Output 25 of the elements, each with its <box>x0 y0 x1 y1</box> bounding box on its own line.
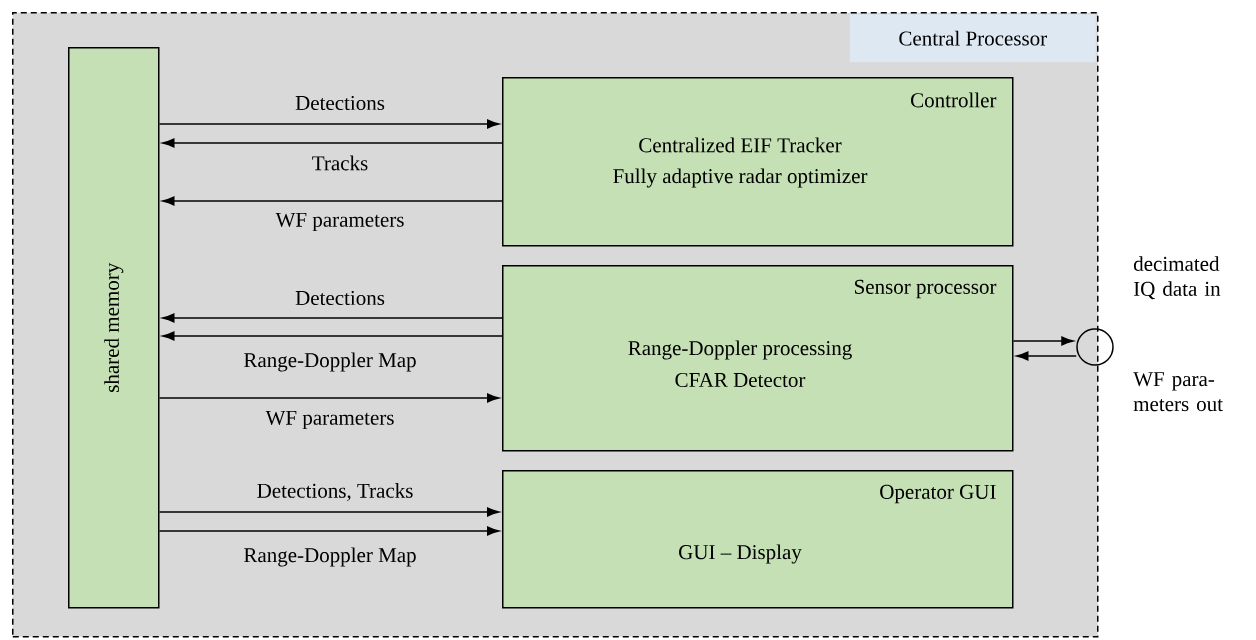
port-label: WF para- meters out <box>1133 372 1223 412</box>
edge-label: Detections, Tracks <box>257 483 413 501</box>
arrow <box>158 119 500 129</box>
edge-label: Detections <box>295 95 385 111</box>
edge-label: WF parameters <box>275 212 404 232</box>
edge-label: Range-Doppler Map <box>244 547 416 567</box>
edge-label: WF parameters <box>265 410 394 430</box>
memory-bar: shared memory <box>68 47 160 609</box>
process-box: Controller Centralized EIF Tracker Fully adaptive radar optimizer <box>502 77 1014 247</box>
arrow <box>158 507 500 517</box>
arrow <box>158 393 500 403</box>
arrow <box>162 313 503 323</box>
edge-label: Detections <box>295 290 385 306</box>
process-box: Operator GUI GUI – Display <box>502 470 1014 609</box>
process-box: Sensor processor Range-Doppler processing CFAR Detector <box>502 265 1014 452</box>
arrow <box>1012 336 1074 346</box>
arrow <box>162 331 503 341</box>
arrow <box>162 196 503 206</box>
arrow <box>162 138 503 148</box>
title-tag: Central Processor <box>849 14 1096 63</box>
port-label: decimated IQ data in <box>1133 256 1221 300</box>
arrow <box>158 526 500 536</box>
arrow <box>1016 351 1077 361</box>
edge-label: Range-Doppler Map <box>244 352 416 372</box>
edge-label: Tracks <box>312 155 368 171</box>
